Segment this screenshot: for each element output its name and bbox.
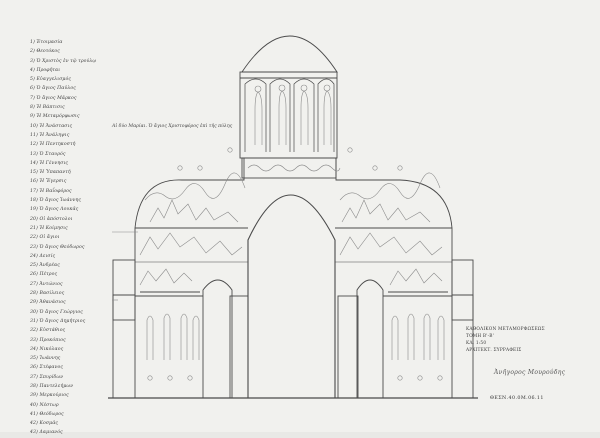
legend-item: 20) Οἱ ἀπόστολοι	[30, 216, 73, 222]
legend-item: 35) Ἰωάννης	[30, 356, 61, 362]
title-line: ΑΡΧΙΤΕΚΤ. ΣΥΡΡΑΦΕΙΣ	[466, 348, 522, 353]
legend-note: Αἱ δύο Μαρίαι. Ὁ ἅγιος Χριστοφόρος ἐπὶ τ…	[112, 124, 233, 129]
legend-item: 12) Ἡ Πεντηκοστή	[30, 142, 76, 148]
legend-item: 10) Ἡ Ἀνάστασις	[30, 123, 73, 129]
legend-item: 19) Ὁ ἅγιος Λουκᾶς	[30, 207, 79, 213]
legend-item: 25) Ἀνδρέας	[30, 263, 60, 269]
title-line: ΤΟΜΗ Β'-Β'	[466, 334, 495, 339]
sheet-code: ΘΕΣΝ.40.0Μ.06.11	[490, 396, 544, 401]
legend-item: 38) Παντελεήμων	[30, 383, 74, 389]
title-line: ΚΑΘΟΛΙΚΟΝ ΜΕΤΑΜΟΡΦΩΣΕΩΣ	[466, 327, 545, 332]
legend-item: 22) Οἱ ἅγιοι	[30, 235, 60, 241]
legend-item: 4) Προφῆται	[30, 67, 61, 73]
legend-item: 31) Ὁ ἅγιος Δημήτριος	[30, 318, 86, 324]
drum	[239, 71, 338, 159]
legend-item: 30) Ὁ ἅγιος Γεώργιος	[30, 309, 83, 315]
legend-item: 9) Ἡ Μεταμόρφωσις	[30, 114, 80, 120]
legend-item: 17) Ἡ Βαΐοφόρος	[30, 188, 72, 194]
central-arch	[247, 194, 336, 398]
legend-item: 39) Μερκούριος	[30, 393, 69, 399]
legend-item: 23) Ὁ ἅγιος Θεόδωρος	[30, 244, 85, 250]
legend-item: 21) Ἡ Κοίμησις	[30, 225, 68, 231]
fresco-sketches	[112, 84, 445, 381]
legend-item: 29) Ἀθανάσιος	[30, 300, 66, 306]
legend-item: 7) Ὁ ἅγιος Μᾶρκος	[30, 95, 77, 101]
legend-item: 15) Ἡ Ὑπαπαντή	[30, 170, 71, 176]
legend-item: 27) Ἀντώνιος	[30, 281, 63, 287]
legend-item: 16) Ἡ Ἔγερσις	[30, 179, 67, 185]
legend-item: 24) Δεισίς	[30, 253, 56, 259]
legend-item: 2) Θεοτόκος	[30, 49, 60, 55]
legend-item: 1) Ἑτοιμασία	[30, 40, 63, 45]
legend-item: 11) Ἡ Ἀνάληψις	[30, 132, 70, 138]
legend-item: 6) Ὁ ἅγιος Παῦλος	[30, 86, 76, 92]
title-block: ΚΑΘΟΛΙΚΟΝ ΜΕΤΑΜΟΡΦΩΣΕΩΣ ΤΟΜΗ Β'-Β' ΚΛ. 1…	[466, 326, 576, 354]
legend: 1) Ἑτοιμασία 2) Θεοτόκος 3) Ὁ Χριστὸς ἐν τ…	[30, 38, 112, 438]
legend-item: 5) Εὐαγγελισμός	[30, 77, 72, 83]
legend-item: 28) Βασίλειος	[30, 291, 65, 297]
legend-item: 13) Ὁ Σταυρός	[30, 151, 66, 157]
drum-niches	[244, 78, 335, 152]
dome-outline	[241, 35, 338, 73]
legend-item: 43) Δαμιανός	[30, 430, 63, 436]
legend-item: 26) Πέτρος	[30, 272, 58, 278]
legend-item: 8) Ἡ Βάπτισις	[30, 105, 65, 111]
title-line: ΚΛ. 1:50	[466, 341, 487, 346]
legend-item: 40) Νέστωρ	[30, 402, 59, 408]
legend-item: 32) Εὐστάθιος	[30, 328, 66, 334]
legend-item: 36) Στέφανος	[30, 365, 64, 371]
legend-item: 37) Σπυρίδων	[30, 374, 64, 380]
legend-item: 33) Προκόπιος	[30, 337, 66, 343]
legend-item: 41) Θεόδωρος	[30, 411, 64, 417]
legend-item: 14) Ἡ Γέννησις	[30, 160, 69, 166]
legend-item: 42) Κοσμᾶς	[30, 421, 59, 427]
legend-item: 34) Νικόλαος	[30, 346, 64, 352]
signature: Ἀνῆγορος Μουρούδης	[494, 369, 566, 376]
legend-item: 3) Ὁ Χριστὸς ἐν τῷ τρούλῳ	[30, 58, 97, 64]
legend-item: 18) Ὁ ἅγιος Ἰωάννης	[30, 198, 82, 204]
vault-outline	[134, 157, 453, 229]
